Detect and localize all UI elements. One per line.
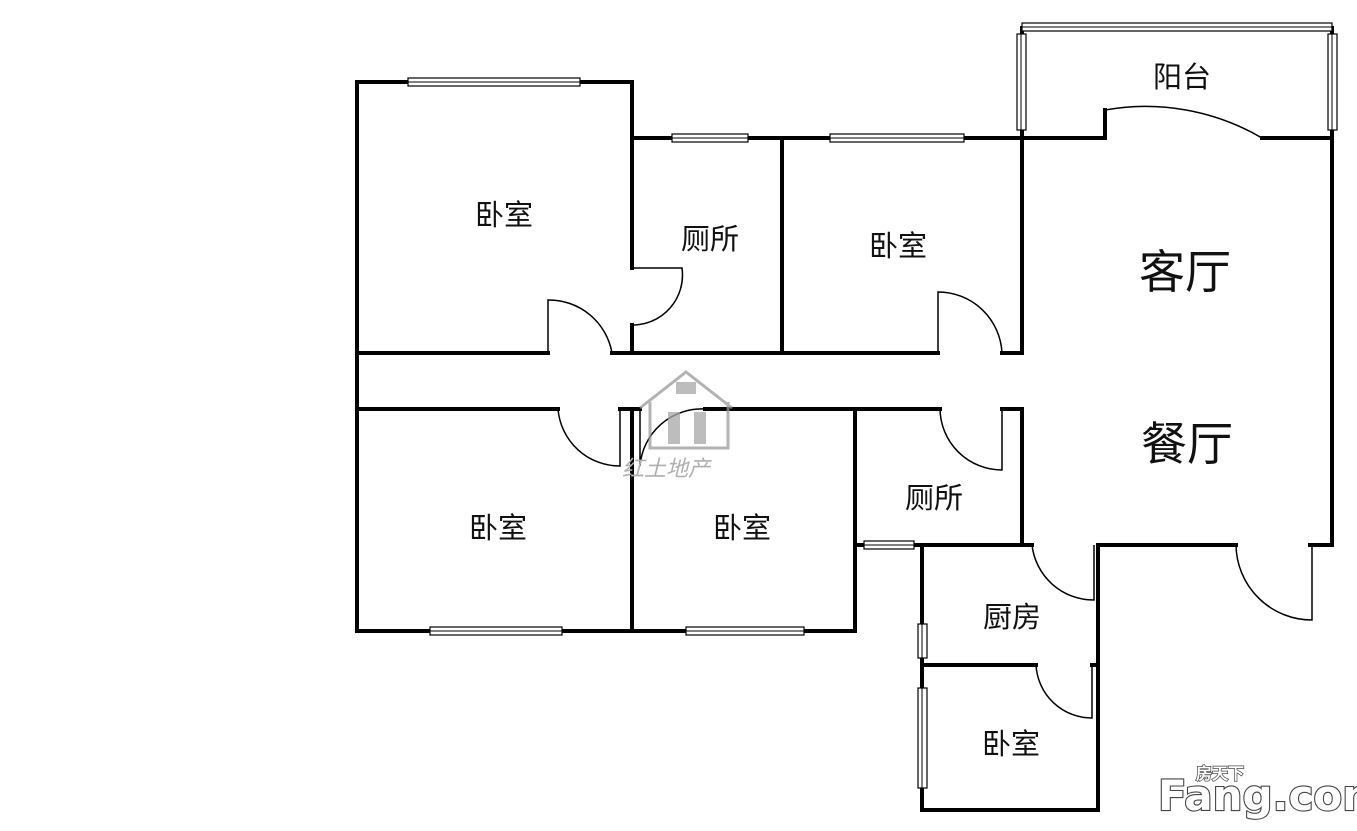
brand-cn: 房天下 bbox=[1196, 764, 1244, 783]
doors bbox=[547, 105, 1313, 719]
room-label-living: 客厅 bbox=[1139, 245, 1231, 299]
windows bbox=[407, 22, 1338, 789]
room-label-balcony: 阳台 bbox=[1153, 60, 1211, 94]
door-bedroom-s bbox=[639, 408, 706, 467]
window-balcony-north bbox=[1021, 22, 1333, 32]
door-bedroom-sw bbox=[557, 408, 621, 467]
room-label-kitchen: 厨房 bbox=[983, 600, 1041, 634]
room-label-dining: 餐厅 bbox=[1141, 417, 1233, 471]
door-toilet-s bbox=[939, 408, 1003, 471]
door-bedroom-nw bbox=[547, 299, 613, 354]
door-balcony bbox=[1104, 105, 1263, 139]
window-kitchen bbox=[917, 623, 928, 659]
window-balcony-west bbox=[1016, 33, 1027, 131]
door-kitchen bbox=[1031, 544, 1095, 601]
room-label-bedroom-se: 卧室 bbox=[982, 727, 1040, 761]
window-toilet-n bbox=[671, 133, 749, 143]
window-bedroom-sw bbox=[429, 626, 563, 636]
house-logo-icon bbox=[639, 370, 733, 450]
room-label-toilet-n: 厕所 bbox=[681, 222, 739, 256]
door-bedroom-n bbox=[937, 291, 1003, 354]
room-label-bedroom-n: 卧室 bbox=[869, 229, 927, 263]
window-bedroom-se bbox=[917, 687, 928, 789]
window-bedroom-s bbox=[685, 626, 805, 636]
room-label-bedroom-nw: 卧室 bbox=[475, 198, 533, 232]
window-bedroom-nw bbox=[407, 77, 581, 87]
brand-name: Fang.com bbox=[1158, 771, 1357, 820]
room-label-toilet-s: 厕所 bbox=[905, 481, 963, 515]
window-toilet-s bbox=[863, 540, 915, 550]
door-bedroom-se bbox=[1035, 664, 1093, 719]
room-labels: 阳台 卧室 厕所 卧室 客厅 餐厅 卧室 卧室 厕所 厨房 卧室 bbox=[469, 60, 1233, 761]
door-toilet-n bbox=[631, 267, 684, 326]
room-label-bedroom-sw: 卧室 bbox=[469, 511, 527, 545]
window-balcony-east bbox=[1327, 33, 1338, 131]
brand-logo: 房天下 Fang.com bbox=[1157, 763, 1357, 821]
watermark-text: 红土地产 bbox=[622, 457, 712, 482]
window-bedroom-n bbox=[829, 133, 965, 143]
door-entrance bbox=[1235, 544, 1313, 621]
room-label-bedroom-s: 卧室 bbox=[713, 511, 771, 545]
